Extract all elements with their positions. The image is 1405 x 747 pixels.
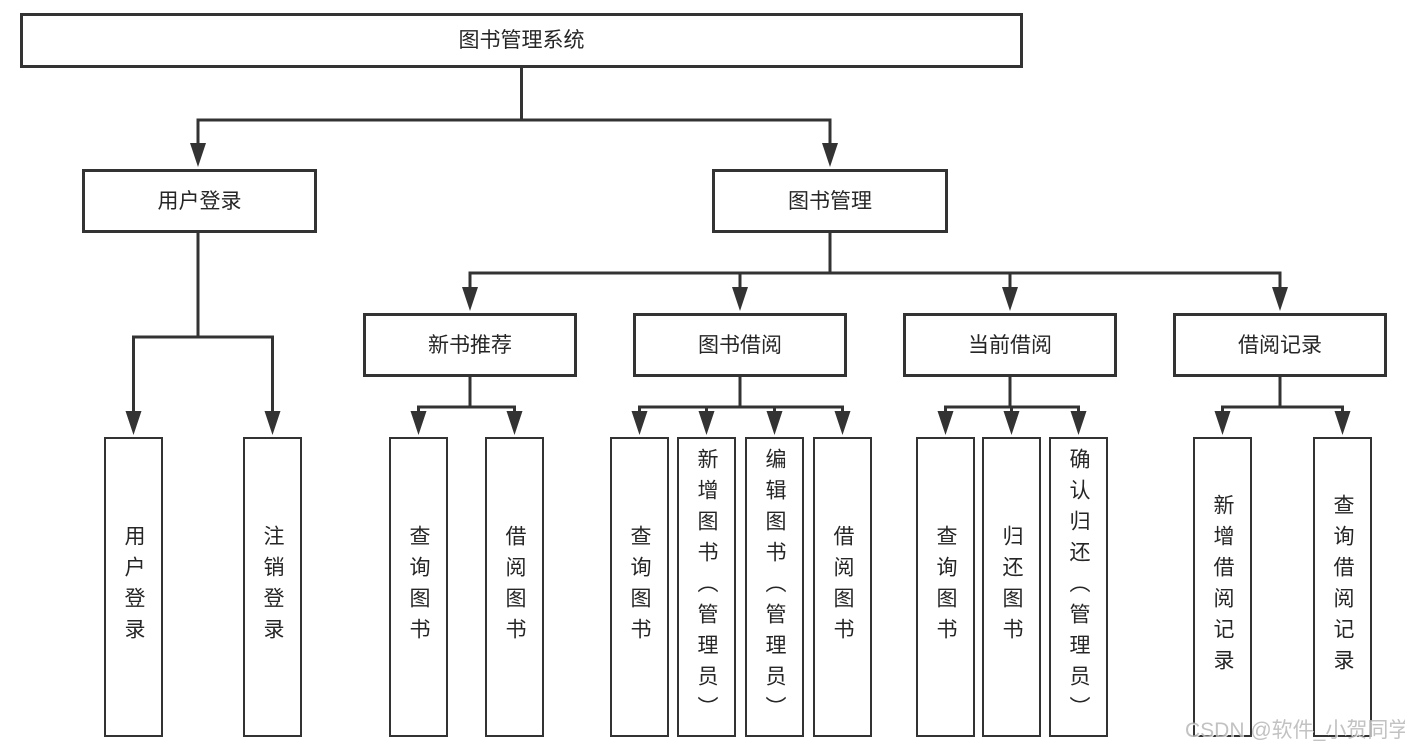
node-borrow-records: 借阅记录 (1173, 313, 1387, 377)
leaf-query-borrow-record-label: 查询借阅记录 (1331, 494, 1354, 680)
leaf-confirm-return-admin-label: 确认归还（管理员） (1067, 447, 1090, 727)
leaf-confirm-return-admin: 确认归还（管理员） (1049, 437, 1108, 737)
node-new-book-recommend: 新书推荐 (363, 313, 577, 377)
leaf-borrow-books-recommend: 借阅图书 (485, 437, 544, 737)
leaf-user-login-label: 用户登录 (122, 525, 145, 649)
leaf-add-books-admin-label: 新增图书（管理员） (695, 447, 718, 727)
leaf-borrow-books-recommend-label: 借阅图书 (503, 525, 526, 649)
leaf-query-borrow-record: 查询借阅记录 (1313, 437, 1372, 737)
leaf-query-books-borrow-label: 查询图书 (628, 525, 651, 649)
leaf-edit-books-admin-label: 编辑图书（管理员） (763, 447, 786, 727)
node-root-system: 图书管理系统 (20, 13, 1023, 68)
leaf-query-books-recommend-label: 查询图书 (407, 525, 430, 649)
leaf-borrow-books-label: 借阅图书 (831, 525, 854, 649)
leaf-borrow-books: 借阅图书 (813, 437, 872, 737)
node-book-management-branch-label: 图书管理 (788, 189, 872, 213)
leaf-return-books: 归还图书 (982, 437, 1041, 737)
csdn-watermark: CSDN @软件_小贺同学 (1185, 719, 1405, 742)
leaf-edit-books-admin: 编辑图书（管理员） (745, 437, 804, 737)
node-root-system-label: 图书管理系统 (458, 29, 585, 52)
leaf-return-books-label: 归还图书 (1000, 525, 1023, 649)
leaf-add-borrow-record-label: 新增借阅记录 (1211, 494, 1234, 680)
node-current-borrow: 当前借阅 (903, 313, 1117, 377)
node-current-borrow-label: 当前借阅 (968, 333, 1052, 357)
leaf-query-books-current-label: 查询图书 (934, 525, 957, 649)
leaf-query-books-borrow: 查询图书 (610, 437, 669, 737)
node-user-login-branch-label: 用户登录 (157, 189, 242, 213)
leaf-query-books-recommend: 查询图书 (389, 437, 448, 737)
node-borrow-records-label: 借阅记录 (1238, 333, 1322, 357)
node-book-borrow: 图书借阅 (633, 313, 847, 377)
leaf-query-books-current: 查询图书 (916, 437, 975, 737)
leaf-logout-label: 注销登录 (261, 525, 284, 649)
node-user-login-branch: 用户登录 (82, 169, 317, 233)
leaf-logout: 注销登录 (243, 437, 302, 737)
node-book-borrow-label: 图书借阅 (698, 333, 782, 357)
node-book-management-branch: 图书管理 (712, 169, 948, 233)
leaf-add-books-admin: 新增图书（管理员） (677, 437, 736, 737)
node-new-book-recommend-label: 新书推荐 (428, 333, 512, 357)
leaf-add-borrow-record: 新增借阅记录 (1193, 437, 1252, 737)
leaf-user-login: 用户登录 (104, 437, 163, 737)
